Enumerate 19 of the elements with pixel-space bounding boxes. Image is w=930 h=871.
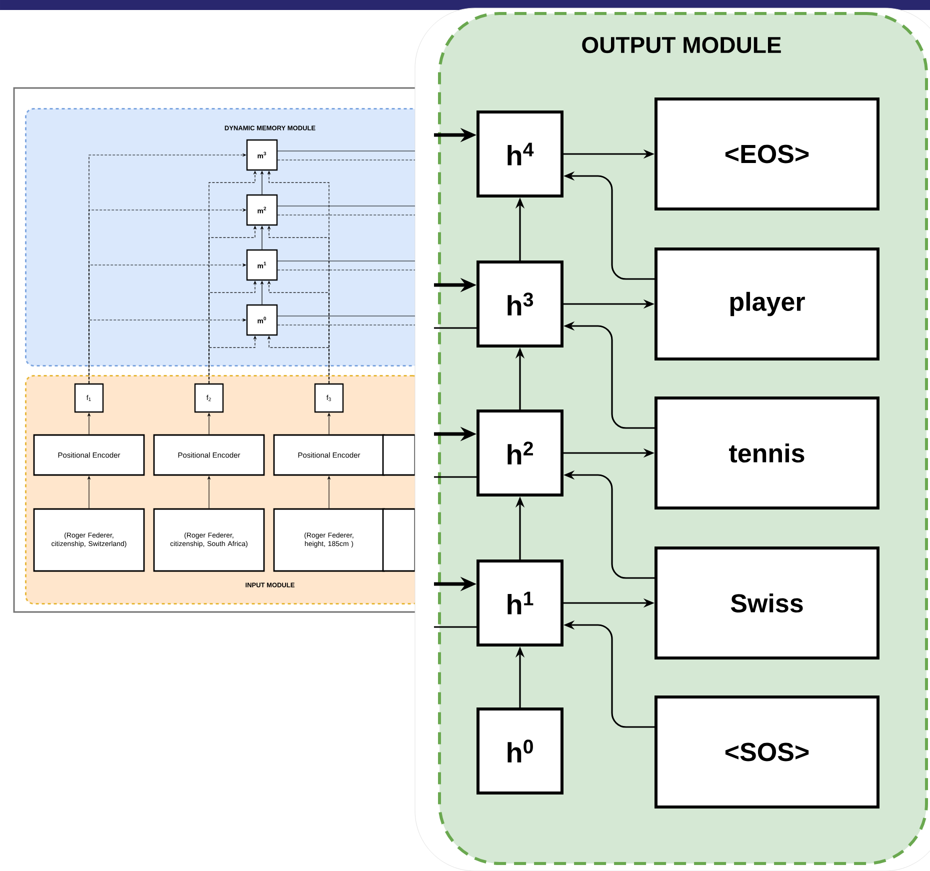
- connector-line: [277, 150, 416, 152]
- connector-line: [434, 476, 476, 478]
- hidden-state-box: h$^{3}$: [476, 260, 564, 348]
- token-box: <EOS>: [654, 98, 880, 210]
- token-box: <SOS>: [654, 696, 880, 808]
- connector-line: [277, 260, 416, 262]
- connector-line: [277, 214, 416, 216]
- connector-line: [434, 327, 476, 329]
- connector-line: [434, 626, 476, 628]
- hidden-state-box: h$^{2}$: [476, 410, 564, 496]
- connector-line: [277, 324, 416, 326]
- encoder-box: [382, 434, 416, 476]
- token-box: tennis: [654, 396, 880, 510]
- triple-box: [382, 508, 416, 572]
- token-box: Swiss: [654, 546, 880, 660]
- hidden-state-box: h$^{1}$: [476, 560, 564, 646]
- hidden-state-box: h$^{4}$: [476, 110, 564, 198]
- token-box: player: [654, 248, 880, 360]
- hidden-state-box: h$^{0}$: [476, 708, 564, 794]
